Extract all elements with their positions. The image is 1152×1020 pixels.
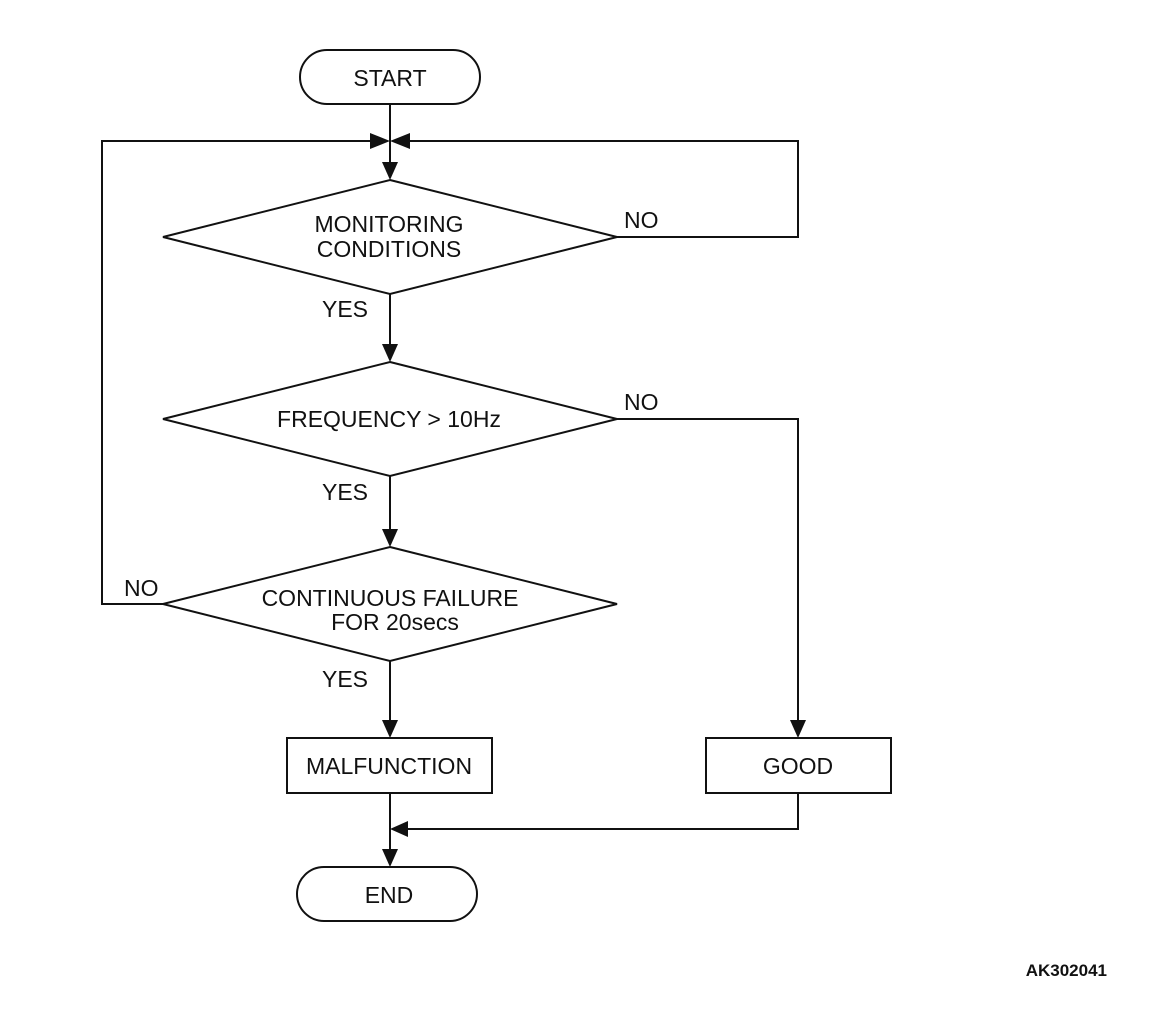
- monitoring-label-line2: CONDITIONS: [317, 236, 461, 262]
- continuous-label-line2: FOR 20secs: [331, 609, 459, 635]
- arrowhead-good-join: [390, 821, 408, 837]
- monitoring-no-label: NO: [624, 207, 659, 233]
- arrowhead-left-loop: [370, 133, 390, 149]
- frequency-yes-label: YES: [322, 479, 368, 505]
- start-label: START: [353, 65, 426, 91]
- continuous-no-label: NO: [124, 575, 159, 601]
- malfunction-label: MALFUNCTION: [306, 753, 472, 779]
- arrowhead-into-frequency: [382, 344, 398, 362]
- end-terminal: [296, 866, 478, 922]
- connector-monitoring-no-loop: [410, 140, 799, 238]
- arrowhead-into-monitoring: [382, 162, 398, 180]
- arrowhead-into-end: [382, 849, 398, 867]
- continuous-label-line1: CONTINUOUS FAILURE: [262, 585, 519, 611]
- continuous-yes-label: YES: [322, 666, 368, 692]
- connector-frequency-no: [617, 418, 799, 722]
- connector-continuous-no-loop: [101, 140, 370, 605]
- frequency-label: FREQUENCY > 10Hz: [277, 406, 501, 432]
- good-label: GOOD: [763, 753, 833, 779]
- figure-reference-code: AK302041: [1026, 961, 1107, 980]
- frequency-no-label: NO: [624, 389, 659, 415]
- good-box: [705, 737, 892, 794]
- malfunction-box: [286, 737, 493, 794]
- arrowhead-into-continuous: [382, 529, 398, 547]
- arrowhead-into-malfunction: [382, 720, 398, 738]
- end-label: END: [365, 882, 414, 908]
- arrowhead-right-loop: [390, 133, 410, 149]
- arrowhead-into-good: [790, 720, 806, 738]
- monitoring-yes-label: YES: [322, 296, 368, 322]
- connector-good-to-end: [406, 793, 799, 830]
- monitoring-label-line1: MONITORING: [314, 211, 463, 237]
